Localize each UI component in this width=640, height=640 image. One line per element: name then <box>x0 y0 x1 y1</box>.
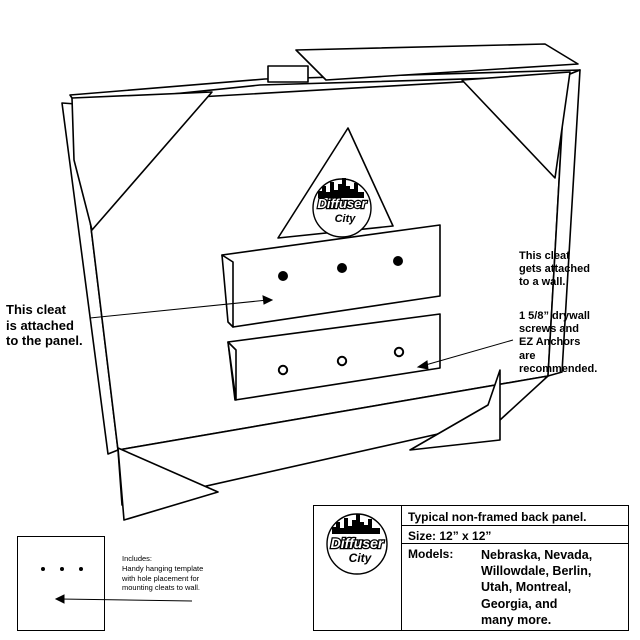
table-models-list: Nebraska, Nevada, Willowdale, Berlin, Ut… <box>481 548 593 627</box>
wall-cleat <box>227 313 441 401</box>
svg-text:Diffuser: Diffuser <box>331 535 385 551</box>
table-size: Size: 12” x 12” <box>402 526 628 544</box>
panel-cleat <box>221 224 441 328</box>
table-description: Typical non-framed back panel. <box>402 506 628 526</box>
arrow-panel-cleat <box>89 299 269 319</box>
diffuser-city-logo-small: Diffuser City <box>326 513 388 575</box>
panel-cleat-callout: This cleat is attached to the panel. <box>6 302 83 349</box>
svg-text:Diffuser: Diffuser <box>318 196 368 211</box>
info-table: Diffuser City Typical non-framed back pa… <box>313 505 629 631</box>
template-hole <box>60 567 64 571</box>
table-logo-cell: Diffuser City <box>314 506 402 630</box>
table-models-label: Models: <box>408 547 454 561</box>
panel-cleat-holes <box>278 256 403 281</box>
diffuser-city-logo: Diffuser City <box>312 178 372 238</box>
corner-brace-top-right <box>461 71 571 179</box>
corner-brace-top-left <box>71 91 213 231</box>
template-hole <box>41 567 45 571</box>
template-hole <box>79 567 83 571</box>
svg-text:City: City <box>349 551 373 565</box>
screws-callout: 1 5/8” drywall screws and EZ Anchors are… <box>519 310 598 375</box>
corner-brace-bottom-left <box>117 447 219 521</box>
panel-top-board <box>295 43 579 81</box>
hanging-template-box <box>17 536 105 631</box>
corner-brace-bottom-right <box>409 369 501 451</box>
panel-top-tab <box>267 65 309 83</box>
template-description: Includes: Handy hanging template with ho… <box>122 554 204 593</box>
panel-right-side <box>547 69 581 377</box>
wall-cleat-callout: This cleat gets attached to a wall. <box>519 250 590 289</box>
arrow-wall-cleat <box>421 339 514 367</box>
svg-text:City: City <box>335 213 357 225</box>
arrow-template <box>59 598 193 602</box>
wall-cleat-holes <box>277 346 405 376</box>
